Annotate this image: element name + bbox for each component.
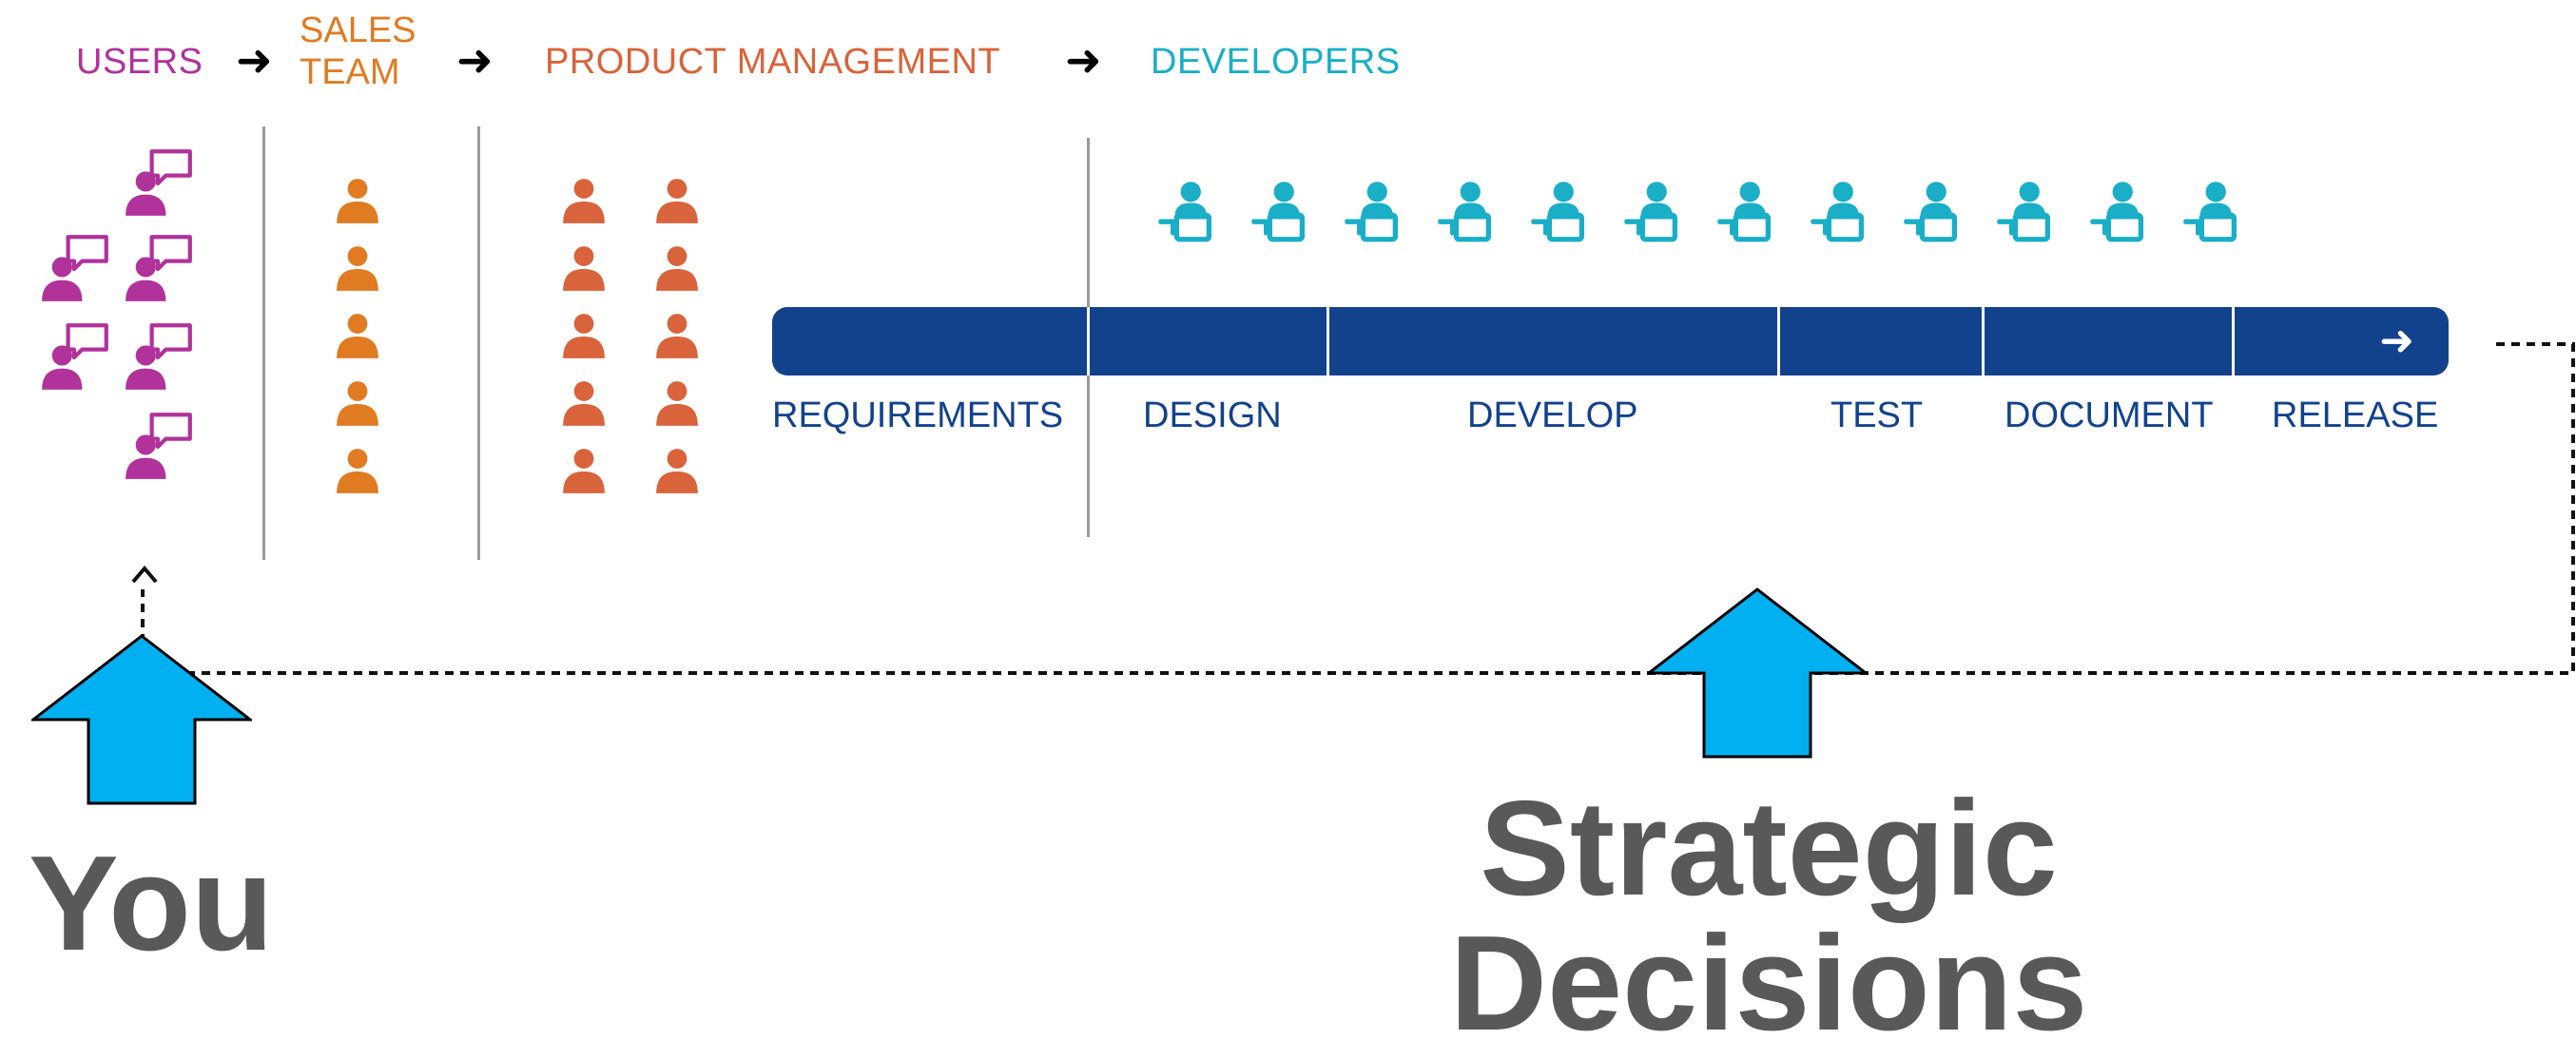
phase-label-document: DOCUMENT [2005,395,2214,435]
header-sales-team: SALES TEAM [300,10,416,93]
you-callout-arrow-icon [31,634,252,805]
phase-separator [1087,307,1090,375]
phase-label-release: RELEASE [2272,395,2439,435]
header-arrow-3: ➜ [1065,35,1102,85]
header-sales-line1: SALES [300,10,416,50]
release-arrow-icon: ➜ [2379,318,2414,364]
header-developers: DEVELOPERS [1151,42,1401,82]
header-sales-line2: TEAM [300,52,400,92]
phase-separator [1982,307,1985,375]
phase-label-test: TEST [1830,395,1924,435]
separator-users-sales [262,126,265,560]
you-callout-label: You [29,828,274,979]
phase-label-design: DESIGN [1143,395,1282,435]
phase-separator [1777,307,1780,375]
strategic-decisions-callout-arrow-icon [1647,587,1868,759]
separator-sales-product [477,126,480,560]
header-arrow-1: ➜ [236,35,273,85]
phase-label-develop: DEVELOP [1467,395,1638,435]
strategic-line1: Strategic [1480,773,2058,924]
phase-timeline-bar: ➜ [772,307,2449,375]
header-product-management: PRODUCT MANAGEMENT [545,42,1001,82]
phase-separator [2232,307,2235,375]
header-users: USERS [76,42,203,82]
strategic-decisions-callout-label: Strategic Decisions [1426,781,2111,1051]
header-arrow-2: ➜ [456,35,494,85]
strategic-line2: Decisions [1449,908,2088,1059]
phase-separator [1327,307,1329,375]
phase-label-requirements: REQUIREMENTS [772,395,1064,435]
